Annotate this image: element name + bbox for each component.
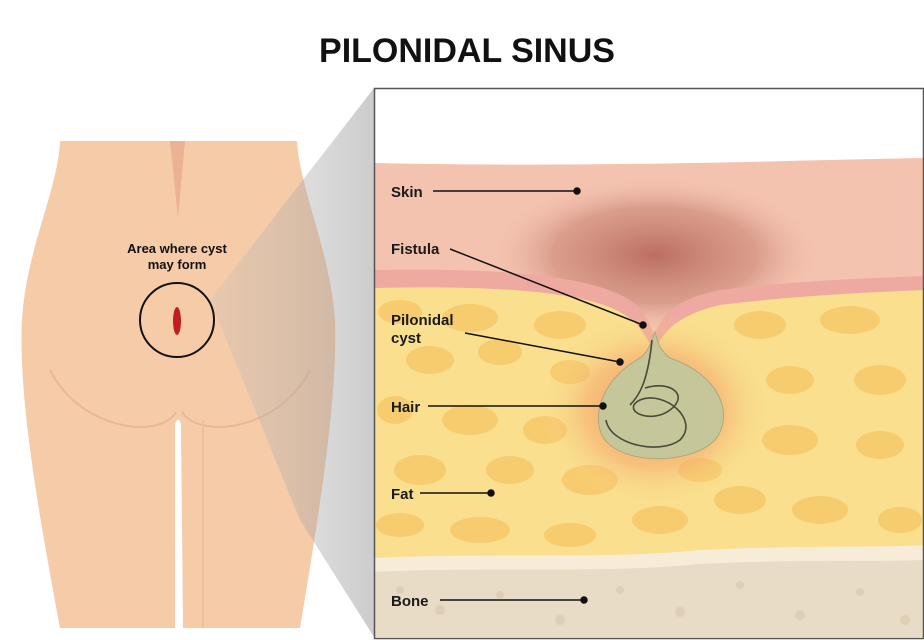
bone-layer [375,560,924,637]
annotation-line1: Area where cyst [127,241,227,256]
cross-section-panel [375,89,924,637]
annotation-line2: may form [148,257,207,272]
pilonidal-cyst [597,330,724,460]
cyst-area-circle [139,282,215,358]
label-cyst: cyst [391,330,421,347]
label-fat: Fat [391,486,414,503]
leader-lines [420,187,647,604]
page-title: PILONIDAL SINUS [319,32,615,70]
zoom-wedge [210,88,374,637]
label-hair: Hair [391,399,420,416]
label-pilonidal: Pilonidal [391,312,454,329]
label-skin: Skin [391,184,423,201]
label-fistula: Fistula [391,241,440,258]
lesion-mark [173,307,181,335]
spine-groove [170,141,185,218]
label-bone: Bone [391,593,429,610]
hair-strands [605,339,687,448]
